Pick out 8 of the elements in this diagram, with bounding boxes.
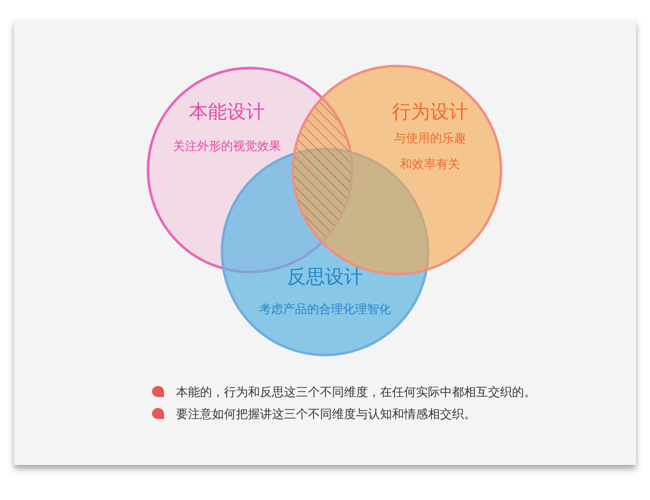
circle-title: 反思设计 (286, 265, 364, 290)
circle-description: 关注外形的视觉效果 (172, 138, 282, 155)
circle-title: 本能设计 (188, 100, 266, 125)
circle-description: 与使用的乐趣和效率有关 (393, 130, 467, 173)
note-text: 本能的，行为和反思这三个不同维度，在任何实际中都相互交织的。 (176, 384, 536, 401)
circle-title: 行为设计 (391, 100, 469, 125)
circle-description: 考虑产品的合理化理智化 (258, 301, 392, 318)
note-text: 要注意如何把握讲这三个不同维度与认知和情感相交织。 (176, 406, 476, 423)
